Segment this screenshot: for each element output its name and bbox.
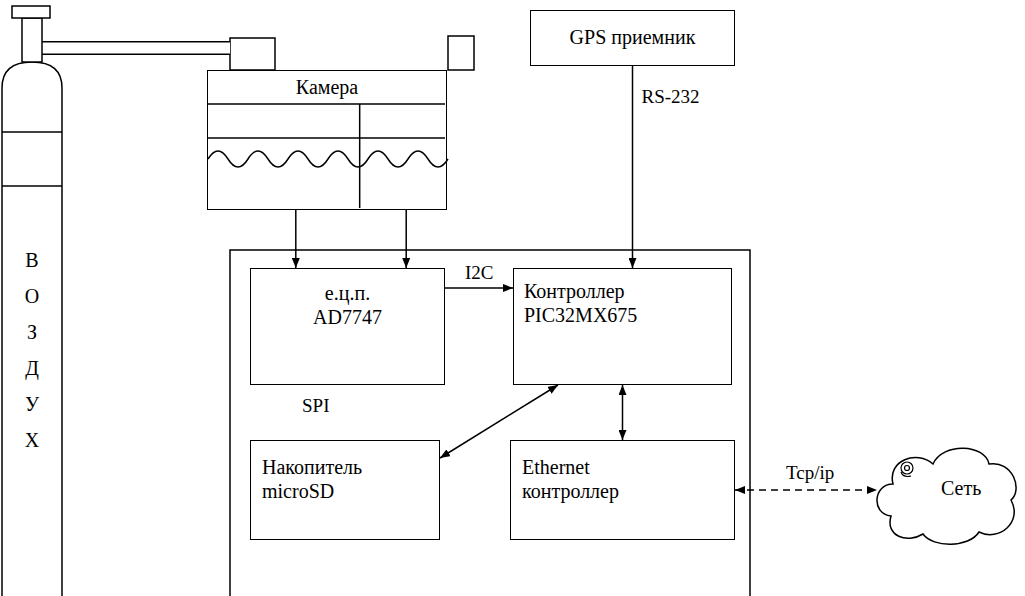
gas-cylinder: ВОЗДУХ <box>0 4 64 596</box>
connector-line <box>622 385 624 440</box>
chamber: Камера <box>207 70 447 210</box>
node-content: Контроллер PIC32MX675 <box>514 269 731 327</box>
connector-line <box>405 210 407 268</box>
serial-link <box>632 66 633 268</box>
controller-box: Контроллер PIC32MX675 <box>513 268 732 385</box>
node-label: Накопитель microSD <box>262 455 382 503</box>
node-label: ВОЗДУХ <box>22 242 42 458</box>
sensor-membrane <box>208 151 448 167</box>
node-content: Ethernet контроллер <box>511 441 734 503</box>
air-pipe <box>42 48 230 49</box>
connector-line <box>632 66 634 268</box>
chamber-divider <box>208 137 445 139</box>
cloud-outline <box>877 448 1016 544</box>
node-content: Сеть <box>873 438 1023 500</box>
signal-label: RS-232 <box>640 86 702 108</box>
node-content: Камера <box>208 71 446 99</box>
signal-label: I2C <box>463 262 496 284</box>
signal-label: SPI <box>300 395 331 417</box>
storage-box: Накопитель microSD <box>250 440 440 540</box>
network-icon <box>901 462 913 474</box>
node-content: GPS приемник <box>531 11 734 49</box>
network-cloud: Сеть <box>873 438 1023 546</box>
connector-line <box>445 287 513 289</box>
inlet-fitting <box>230 38 275 70</box>
signal-label: Tcp/ip <box>784 462 836 484</box>
node-label: Контроллер PIC32MX675 <box>524 279 674 327</box>
signal-arrow <box>295 210 296 268</box>
cylinder-body <box>2 62 62 596</box>
adc-box: е.ц.п. AD7747 <box>250 268 445 385</box>
bus-link <box>622 385 623 440</box>
node-label: Камера <box>296 75 358 99</box>
cylinder-band <box>2 185 62 187</box>
network-icon <box>901 472 911 477</box>
cylinder-band <box>2 131 62 133</box>
node-content: е.ц.п. AD7747 <box>251 269 444 329</box>
device-housing <box>230 250 750 596</box>
network-icon <box>905 466 910 471</box>
connector-line <box>735 489 877 491</box>
network-link <box>735 490 877 491</box>
signal-arrow <box>406 210 407 268</box>
node-label: е.ц.п. AD7747 <box>292 281 404 329</box>
node-content: Накопитель microSD <box>251 441 439 503</box>
i2c-link <box>445 288 513 289</box>
node-label: GPS приемник <box>570 25 696 49</box>
node-label: Сеть <box>941 476 981 500</box>
cylinder-neck <box>22 18 42 62</box>
pipe-wall <box>42 41 230 55</box>
outlet-fitting <box>448 36 474 70</box>
chamber-partition <box>359 104 361 208</box>
pipe-bore <box>42 43 230 54</box>
node-content: ВОЗДУХ <box>0 4 64 458</box>
connector-line <box>295 210 297 268</box>
ethernet-box: Ethernet контроллер <box>510 440 735 540</box>
valve-cap <box>12 6 50 18</box>
chamber-divider <box>208 103 445 105</box>
gps-box: GPS приемник <box>530 10 735 66</box>
node-label: Ethernet контроллер <box>522 455 642 503</box>
